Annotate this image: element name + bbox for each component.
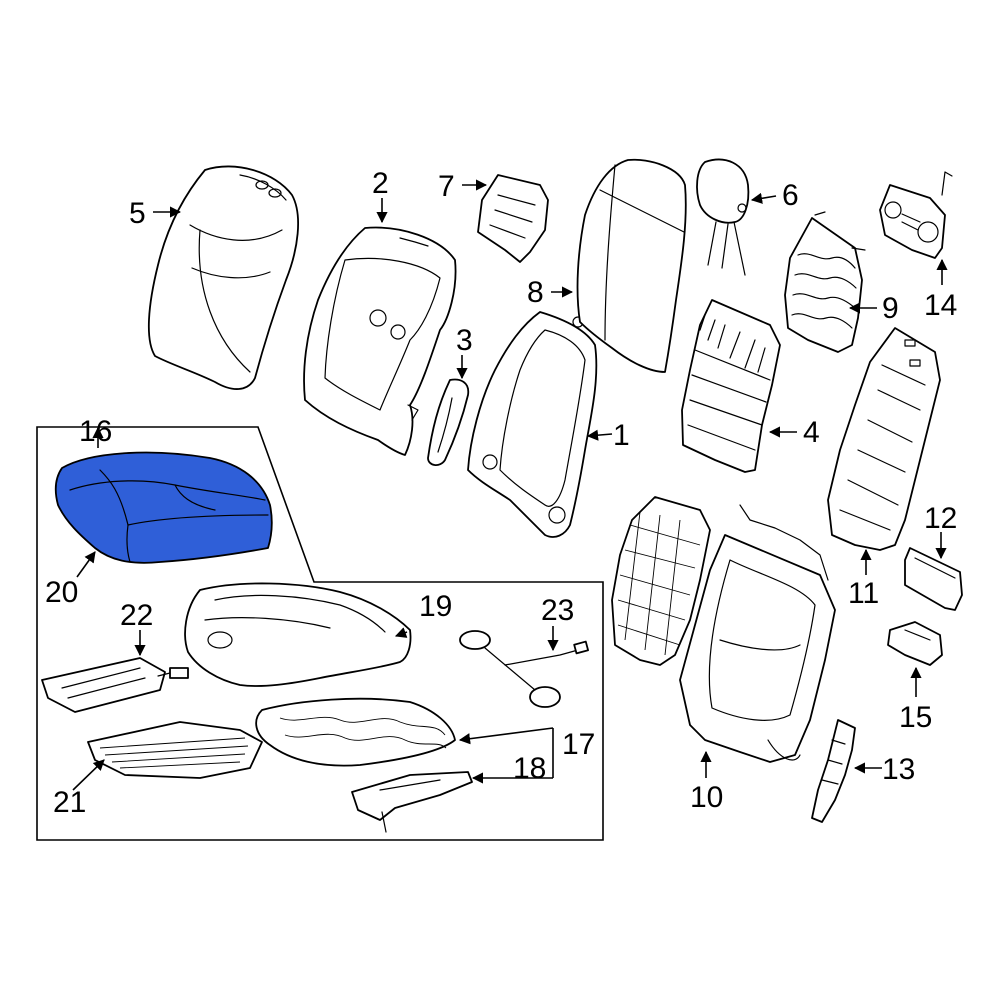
part-23-harness[interactable] <box>459 630 589 708</box>
part-9-spring-mat[interactable] <box>784 211 866 353</box>
callout-21: 21 <box>53 786 86 819</box>
part-15-small-module[interactable] <box>887 621 943 666</box>
part-7-bracket[interactable] <box>477 174 549 263</box>
callout-13: 13 <box>882 753 915 786</box>
part-20-seat-cushion-cover[interactable] <box>54 451 273 564</box>
callout-2: 2 <box>372 167 389 200</box>
callout-23: 23 <box>541 594 574 627</box>
callout-6: 6 <box>782 179 799 212</box>
callout-1: 1 <box>613 419 630 452</box>
callout-5: 5 <box>129 197 146 230</box>
part-17-cushion-insert[interactable] <box>255 697 456 767</box>
callout-labels: 1 2 3 4 5 6 7 8 9 10 11 12 13 14 15 16 1… <box>45 167 957 819</box>
part-18-cushion-bracket[interactable] <box>351 771 473 833</box>
part-12-module[interactable] <box>904 547 963 611</box>
part-19-cushion-frame[interactable] <box>184 582 412 687</box>
callout-15: 15 <box>899 701 932 734</box>
callout-10: 10 <box>690 781 723 814</box>
part-8-backrest-pad[interactable] <box>576 158 687 373</box>
callout-17: 17 <box>562 728 595 761</box>
part-10-seat-back-frame[interactable] <box>611 496 836 763</box>
part-3-side-trim[interactable] <box>427 378 470 466</box>
callout-3: 3 <box>456 324 473 357</box>
part-4-back-panel[interactable] <box>681 299 781 473</box>
callout-19: 19 <box>419 590 452 623</box>
callout-18: 18 <box>513 752 546 785</box>
part-11-rear-frame-panel[interactable] <box>827 327 941 551</box>
callout-11: 11 <box>848 577 879 610</box>
callout-12: 12 <box>924 502 957 535</box>
part-5-backrest-cover[interactable] <box>147 165 299 390</box>
callout-9: 9 <box>882 292 899 325</box>
leader-lines <box>72 179 948 791</box>
callout-16: 16 <box>79 415 112 448</box>
callout-8: 8 <box>527 276 544 309</box>
part-6-headrest[interactable] <box>696 158 750 276</box>
group-16-boundary <box>36 426 604 841</box>
part-1-backrest-frame[interactable] <box>467 311 598 538</box>
part-2-backrest-shell[interactable] <box>303 226 457 456</box>
callout-14: 14 <box>924 289 957 322</box>
part-22-sensor-mat[interactable] <box>41 657 189 713</box>
callout-20: 20 <box>45 576 78 609</box>
part-21-heater-mat[interactable] <box>87 721 263 779</box>
callout-7: 7 <box>438 170 455 203</box>
part-13-side-trim[interactable] <box>811 719 856 823</box>
callout-22: 22 <box>120 599 153 632</box>
callout-4: 4 <box>803 416 820 449</box>
part-14-lumbar-panel[interactable] <box>879 171 953 259</box>
